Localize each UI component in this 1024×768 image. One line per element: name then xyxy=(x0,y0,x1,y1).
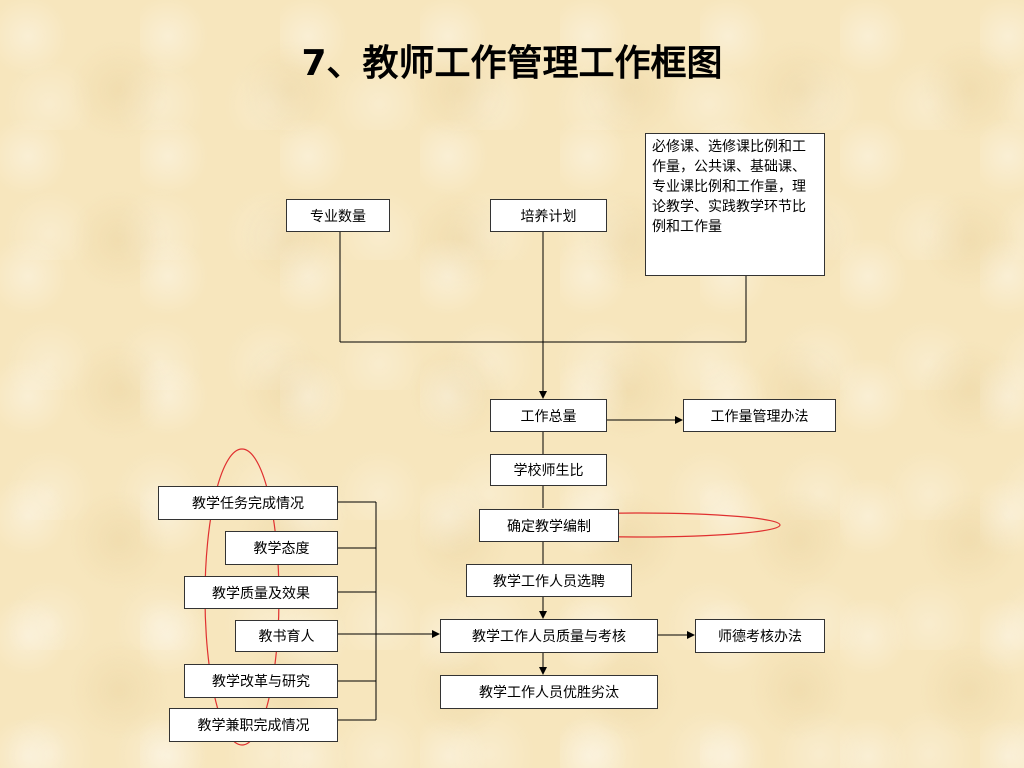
criteria-item-task-completion: 教学任务完成情况 xyxy=(158,486,338,520)
teacher-student-ratio-box: 学校师生比 xyxy=(490,454,607,486)
selection-box: 教学工作人员优胜劣汰 xyxy=(440,675,658,709)
assessment-box: 教学工作人员质量与考核 xyxy=(440,619,658,653)
major-count-box: 专业数量 xyxy=(286,199,390,232)
staffing-box: 确定教学编制 xyxy=(479,509,619,542)
criteria-item-moral-education: 教书育人 xyxy=(235,620,338,652)
workload-rules-box: 工作量管理办法 xyxy=(683,399,836,432)
course-ratio-box: 必修课、选修课比例和工作量，公共课、基础课、专业课比例和工作量，理论教学、实践教… xyxy=(645,133,825,276)
criteria-item-attitude: 教学态度 xyxy=(225,531,338,565)
recruitment-box: 教学工作人员选聘 xyxy=(466,564,632,597)
criteria-item-reform-research: 教学改革与研究 xyxy=(184,664,338,698)
training-plan-box: 培养计划 xyxy=(490,199,607,232)
criteria-item-part-time: 教学兼职完成情况 xyxy=(169,708,338,742)
ethics-rules-box: 师德考核办法 xyxy=(695,619,825,653)
slide-title: 7、教师工作管理工作框图 xyxy=(301,43,723,84)
total-workload-box: 工作总量 xyxy=(490,399,607,432)
criteria-item-quality: 教学质量及效果 xyxy=(184,576,338,609)
